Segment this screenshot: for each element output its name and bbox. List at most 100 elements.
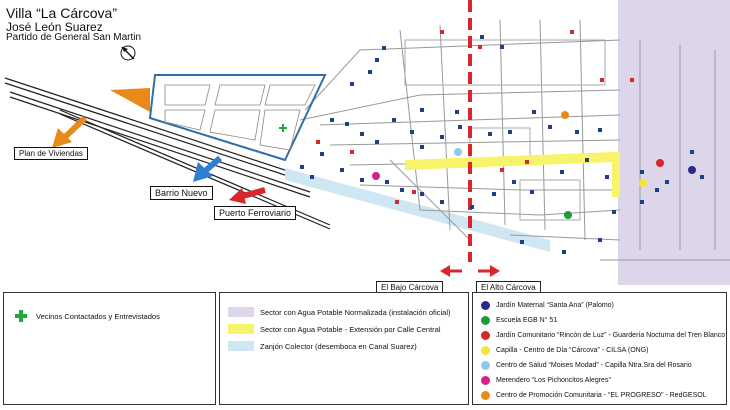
legend-right-item: Escuela EGB N° 51 — [481, 316, 557, 325]
dot-escuela — [564, 211, 572, 219]
blue-square-marker — [488, 132, 492, 136]
arrow-plan-viviendas — [52, 115, 88, 148]
sector-agua-extension — [405, 152, 615, 170]
blue-square-marker — [562, 250, 566, 254]
legend-middle-item: Zanjón Colector (desemboca en Canal Suar… — [228, 341, 417, 351]
blue-square-marker — [640, 170, 644, 174]
dot-centro-promocion — [561, 111, 569, 119]
legend-item-label: Capilla - Centro de Día “Cárcova” - CILS… — [496, 347, 649, 354]
legend-dot — [481, 376, 490, 385]
dot-jardin-maternal — [688, 166, 696, 174]
legend-dot — [481, 331, 490, 340]
blue-square-marker — [440, 200, 444, 204]
blue-square-marker — [585, 158, 589, 162]
blue-square-marker — [470, 205, 474, 209]
legend-right-item: Centro de Promoción Comunitaria - “EL PR… — [481, 391, 707, 400]
title-line-2: José León Suarez — [6, 19, 103, 34]
green-cross-icon — [14, 309, 28, 323]
zanjon-colector — [285, 168, 550, 252]
blue-square-marker — [598, 238, 602, 242]
dot-jardin-comunitario — [656, 159, 664, 167]
red-square-marker — [478, 45, 482, 49]
legend-dot — [481, 301, 490, 310]
legend-right: Jardín Maternal “Santa Ana” (Palomo) Escu… — [472, 292, 727, 405]
legend-vecinos-label: Vecinos Contactados y Entrevistados — [36, 311, 160, 321]
legend-right-item: Jardín Comunitario “Rincón de Luz” - Gua… — [481, 331, 725, 340]
blue-square-marker — [375, 140, 379, 144]
red-square-marker — [630, 78, 634, 82]
title-line-3: Partido de General San Martin — [6, 32, 142, 44]
legend-item-label: Sector con Agua Potable Normalizada (ins… — [260, 307, 451, 317]
blue-square-marker — [320, 152, 324, 156]
blue-square-marker — [598, 128, 602, 132]
legend-item-label: Jardín Comunitario “Rincón de Luz” - Gua… — [496, 332, 726, 339]
blue-square-marker — [420, 192, 424, 196]
legend-item-label: Centro de Salud “Moises Modad” - Capilla… — [496, 362, 692, 369]
legend-item-label: Centro de Promoción Comunitaria - “EL PR… — [496, 392, 707, 399]
blue-square-marker — [612, 210, 616, 214]
legend-right-item: Centro de Salud “Moises Modad” - Capilla… — [481, 361, 692, 370]
blue-square-marker — [385, 180, 389, 184]
legend-right-item: Jardín Maternal “Santa Ana” (Palomo) — [481, 301, 614, 310]
red-square-marker — [440, 30, 444, 34]
blue-square-marker — [520, 240, 524, 244]
blue-square-marker — [368, 70, 372, 74]
label-puerto-ferroviario: Puerto Ferroviario — [214, 206, 297, 220]
legend-dot — [481, 361, 490, 370]
blue-square-marker — [532, 110, 536, 114]
arrow-barrio-nuevo — [193, 155, 222, 182]
title-line-1: Villa “La Cárcova” — [6, 5, 118, 21]
blue-square-marker — [330, 118, 334, 122]
red-square-marker — [316, 140, 320, 144]
blue-square-marker — [300, 165, 304, 169]
blue-square-marker — [458, 125, 462, 129]
legend-item-label: Merendero “Los Pichoncitos Alegres” — [496, 377, 611, 384]
blue-square-markers — [300, 35, 704, 254]
divider-arrows — [440, 265, 500, 277]
blue-square-marker — [575, 130, 579, 134]
sector-agua-normalizada — [618, 0, 730, 285]
blue-square-marker — [392, 118, 396, 122]
map-area: Villa “La Cárcova” José León Suarez Part… — [4, 0, 730, 294]
barrio-nuevo-blocks — [164, 84, 316, 151]
north-arrow-icon — [120, 45, 136, 61]
blue-square-marker — [640, 200, 644, 204]
blue-square-marker — [690, 150, 694, 154]
legend-middle-item: Sector con Agua Potable Normalizada (ins… — [228, 307, 451, 317]
blue-square-marker — [400, 188, 404, 192]
sector-agua-extension-vertical — [612, 152, 620, 197]
red-square-marker — [600, 78, 604, 82]
orange-area — [110, 88, 150, 112]
label-barrio-nuevo: Barrio Nuevo — [150, 186, 213, 200]
blue-square-marker — [340, 168, 344, 172]
legend-item-label: Jardín Maternal “Santa Ana” (Palomo) — [496, 302, 614, 309]
blue-square-marker — [420, 145, 424, 149]
blue-square-marker — [375, 58, 379, 62]
blue-square-marker — [508, 130, 512, 134]
map-title: Villa “La Cárcova” José León Suarez Part… — [6, 6, 141, 44]
blue-square-marker — [420, 108, 424, 112]
barrio-nuevo-outline — [148, 74, 327, 162]
blue-square-marker — [345, 122, 349, 126]
legend-middle-item: Sector con Agua Potable - Extensión por … — [228, 324, 441, 334]
blue-square-marker — [560, 170, 564, 174]
blue-square-marker — [492, 192, 496, 196]
legend-item-label: Zanjón Colector (desemboca en Canal Suar… — [260, 341, 417, 351]
legend-middle: Sector con Agua Potable Normalizada (ins… — [219, 292, 469, 405]
blue-square-marker — [480, 35, 484, 39]
map-canvas — [4, 0, 730, 285]
blue-square-marker — [310, 175, 314, 179]
blue-square-marker — [500, 45, 504, 49]
legend-dot — [481, 391, 490, 400]
blue-square-marker — [440, 135, 444, 139]
legend-item-label: Sector con Agua Potable - Extensión por … — [260, 324, 441, 334]
legend-item-label: Escuela EGB N° 51 — [496, 317, 558, 324]
dot-capilla — [639, 179, 647, 187]
blue-square-marker — [512, 180, 516, 184]
blue-square-marker — [655, 188, 659, 192]
legend-dot — [481, 346, 490, 355]
legend-swatch — [228, 324, 254, 334]
legend-swatch — [228, 307, 254, 317]
red-square-marker — [350, 150, 354, 154]
arrow-puerto-ferroviario — [229, 187, 266, 204]
